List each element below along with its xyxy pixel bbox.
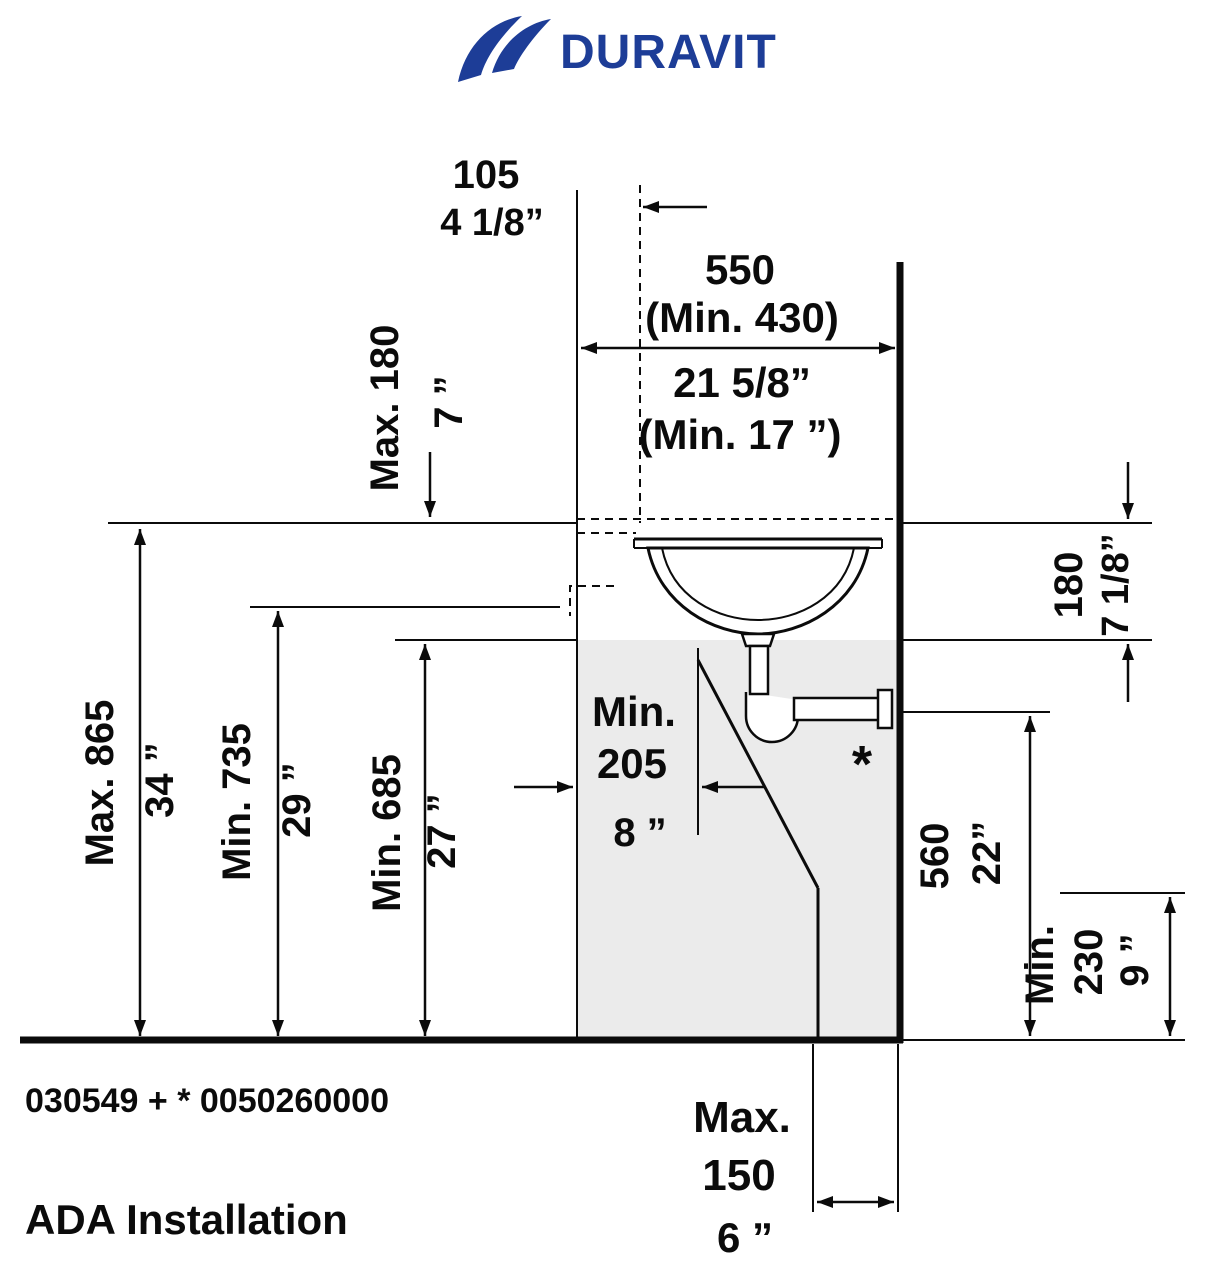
counter-edge-dashed-outline	[569, 585, 614, 616]
footnote-asterisk: *	[852, 736, 873, 794]
product-code: 030549 + * 0050260000	[25, 1082, 389, 1120]
dim-max150-in: 6 ”	[717, 1214, 773, 1261]
trap-arm-pipe	[792, 696, 888, 722]
brand-name: DURAVIT	[560, 26, 777, 79]
dim-180-mm: 180	[1047, 552, 1091, 619]
washbasin	[633, 537, 883, 648]
dim-max150-mm: 150	[702, 1151, 775, 1200]
tailpiece-pipe	[748, 644, 770, 696]
basin-bowl-outer	[646, 546, 870, 636]
page-title: ADA Installation	[25, 1196, 348, 1243]
logo-swoosh-icon	[492, 19, 551, 73]
dim-min735-in: 29 ”	[275, 762, 319, 838]
dim-105-in: 4 1/8”	[440, 202, 544, 244]
dim-min205-in: 8 ”	[613, 811, 666, 855]
dim-min735-mm: Min. 735	[215, 723, 259, 881]
dim-min205-mm: 205	[597, 740, 667, 787]
dim-min230-label: Min.	[1018, 925, 1062, 1005]
dim-max865-in: 34 ”	[138, 742, 182, 818]
dim-max180-mm: Max. 180	[363, 325, 407, 492]
dim-560-mm: 560	[913, 823, 957, 890]
dim-max150-label: Max.	[693, 1093, 791, 1142]
dim-560-in: 22”	[965, 821, 1009, 886]
dim-min685-mm: Min. 685	[365, 754, 409, 912]
dim-min205-label: Min.	[592, 688, 676, 735]
dim-550-mm-min: (Min. 430)	[645, 294, 839, 341]
wall-escutcheon	[876, 688, 894, 730]
p-trap	[744, 644, 894, 744]
dim-550-in-min: (Min. 17 ”)	[638, 411, 841, 458]
dim-180-in: 7 1/8”	[1095, 533, 1137, 637]
dim-550-in: 21 5/8”	[673, 359, 811, 406]
trap-u-bend	[744, 692, 800, 744]
dim-max865-mm: Max. 865	[78, 700, 122, 867]
dim-max180-in: 7 ”	[427, 375, 471, 428]
dim-min230-mm: 230	[1067, 929, 1111, 996]
clearance-diagonal-line	[696, 659, 820, 889]
dim-105-mm: 105	[453, 153, 520, 197]
duravit-logo: DURAVIT	[458, 16, 777, 82]
dim-min685-in: 27 ”	[420, 793, 464, 869]
dim-min230-in: 9 ”	[1113, 933, 1157, 986]
dim-550-mm: 550	[705, 246, 775, 293]
logo-swoosh-icon	[458, 16, 522, 82]
drain-flange	[740, 632, 776, 648]
basin-bowl-inner	[661, 547, 855, 622]
